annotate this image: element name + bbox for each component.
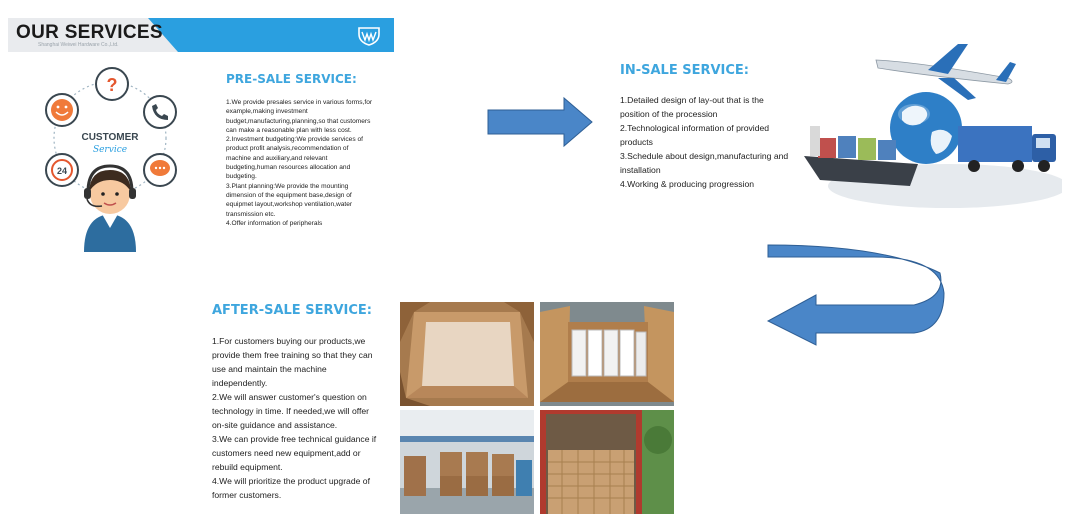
curved-arrow-icon [766,244,945,346]
after-sale-line: 1.For customers buying our products,we [212,336,366,346]
24h-icon: 24 [45,153,79,187]
customer-service-illustration: ? CUSTOMER Service 24 [45,67,177,252]
after-sale-heading: AFTER-SALE SERVICE: [212,303,372,318]
pre-sale-line: transmission etc. [226,210,276,218]
pre-sale-text: 1.We provide presales service in various… [226,98,394,228]
logistics-illustration [804,44,1062,208]
pre-sale-line: 1.We provide presales service in various… [226,99,373,106]
after-sale-line: rebuild equipment. [212,462,283,472]
after-sale-text: 1.For customers buying our products,we p… [212,334,390,502]
in-sale-line: position of the procession [620,109,718,119]
banner-title: OUR SERVICES [16,22,163,43]
banner-gray-strip [8,18,178,52]
pre-sale-line: equipmet layout,workshop ventilation,wat… [226,201,353,209]
after-sale-line: former customers. [212,490,282,500]
after-sale-line: independently. [212,378,268,388]
service-label: Service [93,145,127,155]
phone-icon [143,95,177,129]
after-sale-line: on-site guidance and assistance. [212,420,338,430]
our-services-banner: OUR SERVICES Shanghai Weiwei Hardware Co… [8,18,394,52]
pre-sale-line: 2.Investment budgeting:We provide servic… [226,136,363,144]
customer-label: CUSTOMER [81,132,139,143]
pre-sale-line: machine and auxiliary,and relevant [226,154,328,162]
after-sale-line: use and maintain the machine [212,364,327,374]
banner-blue-strip [148,18,394,52]
airplane-icon [875,44,1016,100]
packed-boxes-photo [540,302,674,406]
in-sale-heading: IN-SALE SERVICE: [620,63,749,78]
pre-sale-line: dimension of the equipment base,design o… [226,191,352,199]
after-sale-line: 4.We will prioritize the product upgrade… [212,476,370,486]
smile-icon [45,93,79,127]
after-sale-line: customers need new equipment,add or [212,448,361,458]
in-sale-text: 1.Detailed design of lay-out that is the… [620,93,798,191]
ww-logo-icon [358,27,380,46]
svg-text:?: ? [107,75,118,95]
in-sale-line: 2.Technological information of provided [620,123,770,133]
chat-bubble-icon [143,153,177,187]
pre-sale-line: example,making investment [226,108,308,116]
in-sale-line: products [620,137,653,147]
cargo-ship-icon [804,126,918,186]
warehouse-crates-photo [400,410,534,514]
pre-sale-heading: PRE-SALE SERVICE: [226,72,357,86]
svg-text:24: 24 [57,166,67,176]
question-icon: ? [95,67,129,101]
in-sale-line: 3.Schedule about design,manufacturing an… [620,151,789,161]
globe-icon [890,92,962,164]
pre-sale-line: budgeting,human resources allocation and [226,164,351,172]
pre-sale-line: can make a reasonable plan with less cos… [226,126,352,134]
support-agent-figure [84,164,136,252]
arrow-right-icon [487,96,593,148]
banner-subtitle: Shanghai Weiwei Hardware Co.,Ltd. [38,42,119,48]
pre-sale-line: budget,manufacturing,planning,so that cu… [226,117,371,125]
pre-sale-line: 3.Plant planning:We provide the mounting [226,182,349,190]
pre-sale-line: 4.Offer information of peripherals [226,219,323,227]
in-sale-line: 4.Working & producing progression [620,179,755,189]
in-sale-line: 1.Detailed design of lay-out that is the [620,95,764,105]
after-sale-line: technology in time. If needed,we will of… [212,406,370,416]
after-sale-line: provide them free training so that they … [212,350,373,360]
container-loading-photo [540,410,674,514]
truck-icon [958,126,1056,172]
empty-carton-photo [400,302,534,406]
after-sale-line: 2.We will answer customer's question on [212,392,367,402]
pre-sale-line: budgeting. [226,173,257,181]
after-sale-line: 3.We can provide free technical guidance… [212,434,377,444]
pre-sale-line: product profit analysis,recommendation o… [226,145,349,153]
in-sale-line: installation [620,165,661,175]
